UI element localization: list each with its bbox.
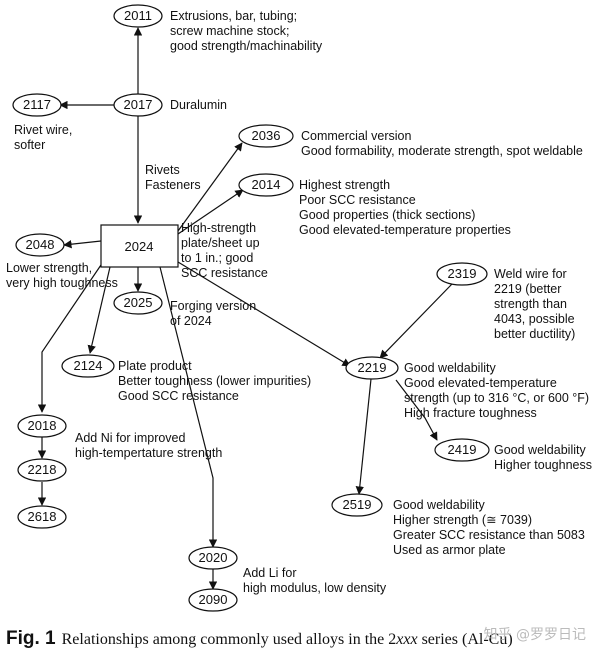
node-2036 (238, 124, 294, 148)
node-2419-label: 2419 (448, 442, 477, 457)
node-2014 (238, 173, 294, 197)
arrow-2024-to-2018 (37, 261, 104, 413)
node-2017-label: 2017 (124, 97, 153, 112)
node-2048-label: 2048 (26, 237, 55, 252)
node-2319 (436, 262, 488, 286)
node-2018 (17, 414, 67, 438)
caption-text-italic: xxx (396, 631, 418, 648)
node-2025-label: 2025 (124, 295, 153, 310)
node-2519 (331, 493, 383, 517)
node-2124-label: 2124 (74, 358, 103, 373)
arrow-2024-to-2020 (159, 266, 218, 548)
note-2419: Good weldability Higher toughness (494, 443, 592, 472)
node-2618 (17, 505, 67, 529)
note-2117: Rivet wire, softer (14, 123, 76, 152)
note-rivets: Rivets Fasteners (145, 163, 201, 192)
node-2014-label: 2014 (252, 177, 281, 192)
node-2011 (113, 4, 163, 28)
arrow-2024-to-2048 (63, 240, 102, 249)
node-2218-label: 2218 (28, 462, 57, 477)
arrow-2024-to-2036 (177, 142, 243, 232)
note-2024: High-strength plate/sheet up to 1 in.; g… (181, 221, 268, 280)
arrow-2219-to-2519 (355, 378, 372, 495)
note-2036: Commercial version Good formability, mod… (301, 129, 583, 158)
node-2024 (100, 224, 179, 268)
figure-label: Fig. 1 (6, 628, 56, 649)
note-2048: Lower strength, very high toughness (6, 261, 118, 290)
node-2124 (61, 354, 115, 378)
node-2025 (113, 291, 163, 315)
node-2090-label: 2090 (199, 592, 228, 607)
arrow-2219-to-2419 (395, 379, 438, 441)
note-2219: Good weldability Good elevated-temperatu… (404, 361, 593, 420)
node-2020 (188, 546, 238, 570)
note-2020: Add Li for high modulus, low density (243, 566, 387, 595)
node-2117-label: 2117 (23, 97, 51, 112)
node-2090 (188, 588, 238, 612)
note-2025: Forging version of 2024 (170, 299, 260, 328)
note-2011: Extrusions, bar, tubing; screw machine s… (170, 9, 323, 53)
caption-text-before: Relationships among commonly used alloys… (61, 631, 397, 648)
note-2124: Plate product Better toughness (lower im… (118, 359, 315, 403)
arrow-2319-to-2219 (379, 283, 453, 359)
node-2419 (434, 438, 490, 462)
node-2017 (113, 93, 163, 117)
node-2036-label: 2036 (252, 128, 281, 143)
node-2519-label: 2519 (343, 497, 372, 512)
alloy-relationship-diagram: 2011 2117 2017 2036 2014 2024 2048 2025 … (6, 4, 593, 612)
arrow-2024-to-2124 (87, 266, 111, 354)
node-2117 (12, 93, 62, 117)
note-2014: Highest strength Poor SCC resistance Goo… (299, 178, 511, 237)
node-2319-label: 2319 (448, 266, 477, 281)
caption-text-after: series (Al-Cu) (417, 631, 513, 648)
node-2618-label: 2618 (28, 509, 57, 524)
node-2219-label: 2219 (358, 360, 387, 375)
arrow-2024-to-2219 (177, 261, 351, 367)
note-2519: Good weldability Higher strength (≅ 7039… (393, 498, 588, 557)
figure-caption: Fig. 1 Relationships among commonly used … (6, 628, 596, 650)
node-2048 (15, 233, 65, 257)
node-2020-label: 2020 (199, 550, 228, 565)
note-2319: Weld wire for 2219 (better strength than… (494, 267, 578, 341)
node-2018-label: 2018 (28, 418, 57, 433)
note-2017: Duralumin (170, 98, 227, 112)
watermark: 知乎 @罗罗日记 (483, 627, 586, 643)
node-2219 (345, 356, 399, 380)
arrow-2024-to-2014 (177, 189, 244, 235)
node-2011-label: 2011 (124, 8, 152, 23)
note-2018: Add Ni for improved high-tempertature st… (75, 431, 222, 460)
node-2024-label: 2024 (125, 239, 154, 254)
node-2218 (17, 458, 67, 482)
figure-caption-text: Relationships among commonly used alloys… (62, 631, 513, 648)
